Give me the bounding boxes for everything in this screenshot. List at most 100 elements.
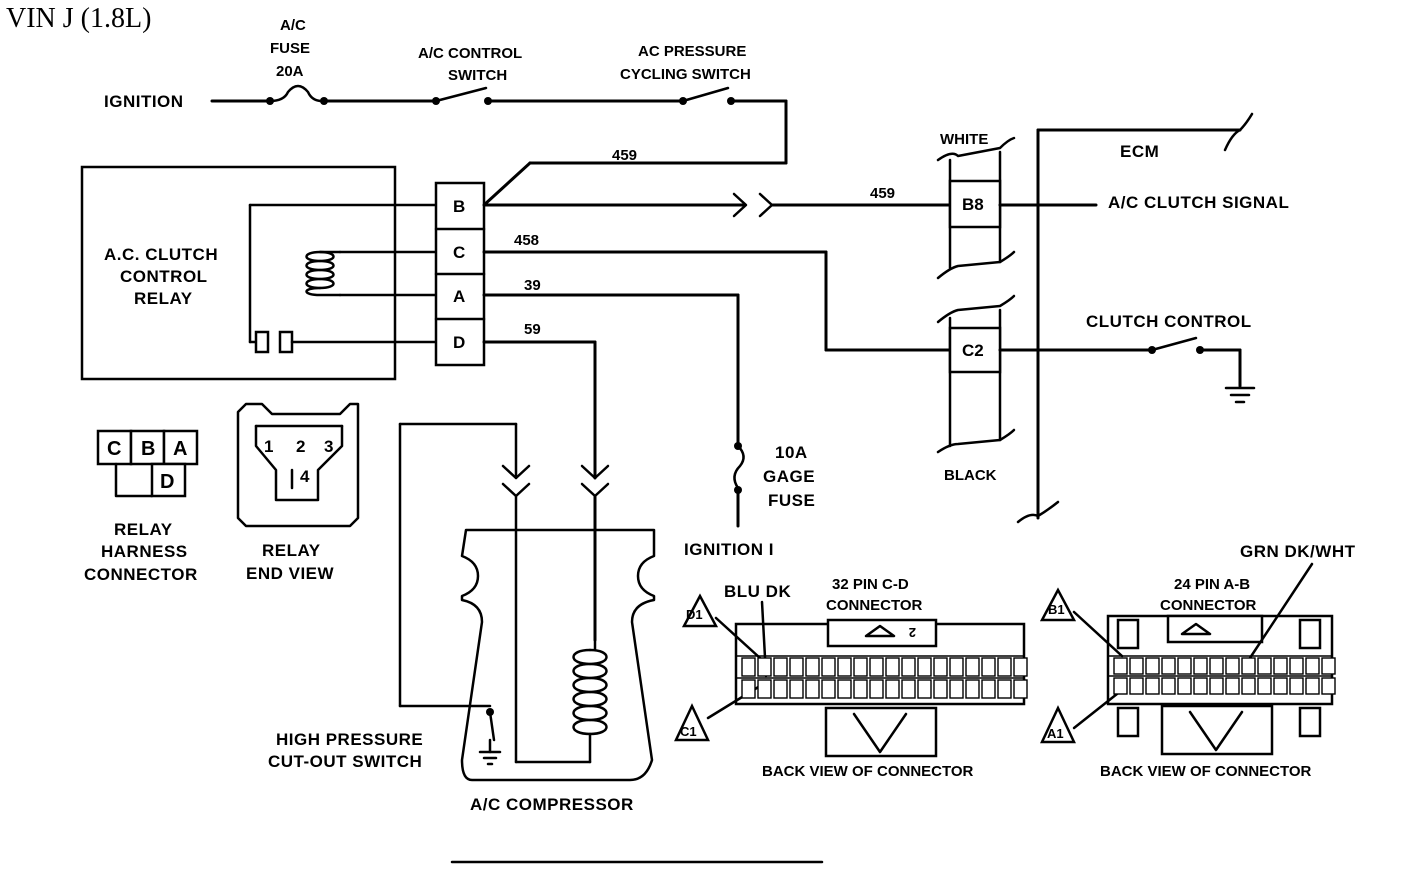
conn32-caption: BACK VIEW OF CONNECTOR (762, 763, 974, 780)
pin-cavity (1161, 657, 1176, 675)
gage-fuse-label-2: GAGE (763, 467, 815, 486)
pin-cavity (1013, 657, 1028, 677)
pin-cavity (789, 657, 804, 677)
pin-cavity (1225, 677, 1240, 695)
pin-cavity (805, 657, 820, 677)
clutch-control-switch (998, 336, 1242, 388)
pin-cavity (965, 679, 980, 699)
pin-cavity (837, 679, 852, 699)
relay-pin-a: A (453, 287, 465, 306)
gage-fuse-label-1: 10A (775, 443, 808, 462)
ecm-pin-c2: C2 (962, 341, 984, 360)
pin-cavity (1305, 657, 1320, 675)
ecm-white-connector (936, 136, 1016, 280)
pin-cavity (853, 657, 868, 677)
pin-cavity (933, 679, 948, 699)
pin-cavity (1209, 677, 1224, 695)
ecm-module (1016, 112, 1254, 524)
ac-fuse-label-3: 20A (276, 63, 304, 80)
wire-459-label-b: 459 (870, 185, 895, 202)
ac-fuse-label-1: A/C (280, 17, 306, 34)
harness-pin-d: D (160, 471, 174, 493)
pin-cavity (901, 657, 916, 677)
ac-control-switch-label-2: SWITCH (448, 67, 507, 84)
relay-end-pin-2: 2 (296, 437, 305, 456)
ac-pressure-cycling-switch (482, 86, 788, 207)
relay-harness-label-2: HARNESS (101, 542, 188, 561)
pin-cavity (1177, 657, 1192, 675)
high-pressure-cutout-switch (478, 708, 502, 766)
pin-cavity (1209, 657, 1224, 675)
ecm-black-label: BLACK (944, 467, 997, 484)
ac-fuse (210, 84, 436, 105)
pin-cavity (1273, 657, 1288, 675)
grn-dk-wht-label: GRN DK/WHT (1240, 542, 1356, 561)
relay-harness-connector (96, 429, 199, 498)
marker-c1: C1 (680, 724, 697, 739)
pin-cavity (741, 657, 756, 677)
pin-cavity (1145, 677, 1160, 695)
wire-59 (482, 340, 610, 642)
relay-end-label-1: RELAY (262, 541, 321, 560)
pin-cavity (773, 679, 788, 699)
ac-control-switch-label-1: A/C CONTROL (418, 45, 522, 62)
diagram-title: VIN J (1.8L) (6, 3, 151, 34)
wire-459-label-a: 459 (612, 147, 637, 164)
ac-clutch-control-relay (80, 165, 397, 381)
pin-cavity (757, 657, 772, 677)
relay-harness-label-3: CONNECTOR (84, 565, 198, 584)
pin-cavity (1177, 677, 1192, 695)
pin-cavity (1273, 677, 1288, 695)
pin-cavity (901, 679, 916, 699)
pin-cavity (837, 657, 852, 677)
pin-cavity (1305, 677, 1320, 695)
relay-label-1: A.C. CLUTCH (104, 245, 218, 264)
harness-pin-a: A (173, 438, 187, 460)
gage-fuse-label-3: FUSE (768, 491, 815, 510)
pin-cavity (1225, 657, 1240, 675)
ac-clutch-signal-label: A/C CLUTCH SIGNAL (1108, 193, 1289, 212)
pin-cavity (1161, 677, 1176, 695)
pin-cavity (741, 679, 756, 699)
pin-cavity (885, 657, 900, 677)
pin-cavity (773, 657, 788, 677)
relay-end-pin-4: 4 (300, 467, 310, 486)
blu-dk-label: BLU DK (724, 582, 791, 601)
wire-458 (482, 250, 952, 352)
pin-cavity (1321, 657, 1336, 675)
pin-cavity (821, 679, 836, 699)
pin-cavity (917, 679, 932, 699)
pin-cavity (997, 657, 1012, 677)
ecm-white-label: WHITE (940, 131, 988, 148)
wire-459 (482, 192, 952, 218)
ecm-pin-b8: B8 (962, 195, 984, 214)
relay-end-view (236, 402, 360, 528)
pin-cavity (1289, 657, 1304, 675)
pin-cavity (997, 679, 1012, 699)
wire-39-label: 39 (524, 277, 541, 294)
relay-end-pin-1: 1 (264, 437, 273, 456)
ecm-label: ECM (1120, 142, 1159, 161)
relay-pin-b: B (453, 197, 465, 216)
relay-harness-label-1: RELAY (114, 520, 173, 539)
pin-cavity (1013, 679, 1028, 699)
pin-cavity (821, 657, 836, 677)
ac-control-switch (432, 86, 682, 105)
relay-connector (434, 181, 486, 367)
pin-cavity (1257, 657, 1272, 675)
pin-cavity (981, 657, 996, 677)
pin-cavity (757, 679, 772, 699)
pin-cavity (1289, 677, 1304, 695)
ground-icon (1224, 386, 1256, 404)
pin-cavity (949, 657, 964, 677)
pin-cavity (1193, 657, 1208, 675)
pin-cavity (869, 679, 884, 699)
pin-cavity (1113, 677, 1128, 695)
pin-cavity (917, 657, 932, 677)
pin-cavity (1145, 657, 1160, 675)
conn24-label-2: CONNECTOR (1160, 597, 1257, 614)
pin-cavity (1113, 657, 1128, 675)
compressor-clutch-coil (398, 422, 608, 764)
relay-label-3: RELAY (134, 289, 193, 308)
